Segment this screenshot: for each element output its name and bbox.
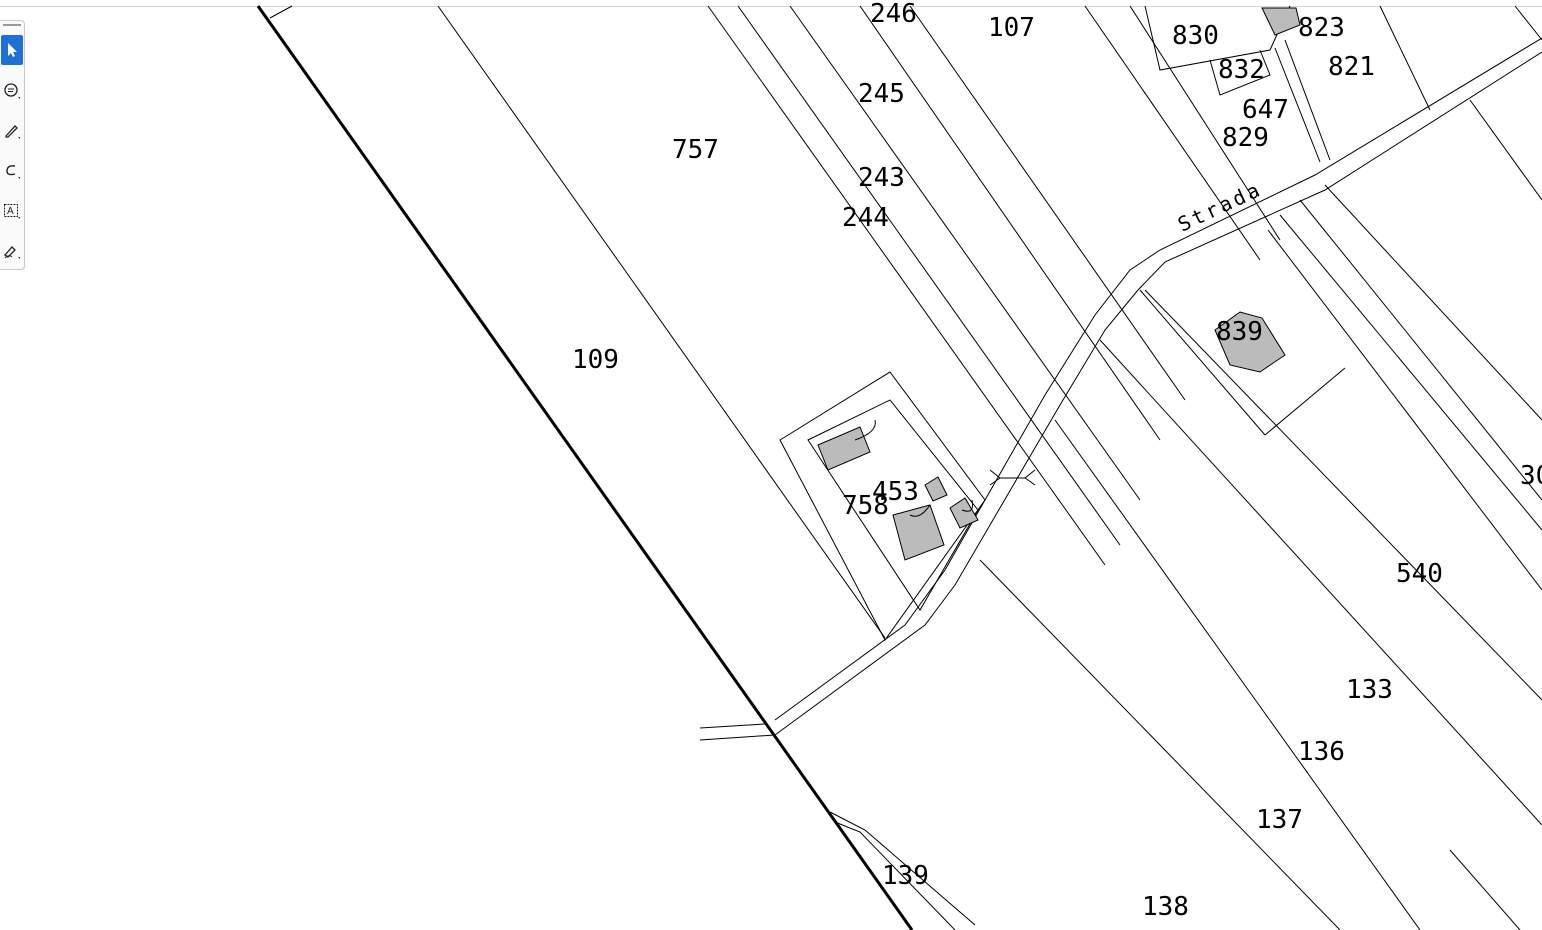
parcel-label-137: 137	[1256, 805, 1303, 835]
pencil-icon	[5, 125, 20, 139]
parcel-label-244: 244	[842, 203, 889, 233]
parcel-label-830: 830	[1172, 21, 1219, 51]
comment-bubble-icon	[4, 83, 20, 99]
signature-pen-icon	[4, 246, 20, 259]
parcel-label-540: 540	[1396, 559, 1443, 589]
parcel-label-109: 109	[572, 345, 619, 375]
parcel-label-245: 245	[858, 79, 905, 109]
parcel-label-136: 136	[1298, 737, 1345, 767]
text-tool-button[interactable]: A	[1, 196, 23, 226]
street-label: Strada	[1174, 177, 1266, 237]
parcel-label-138: 138	[1142, 892, 1189, 922]
signature-tool-button[interactable]	[1, 236, 23, 266]
parcel-label-243: 243	[858, 163, 905, 193]
parcel-label-823: 823	[1298, 13, 1345, 43]
parcel-label-839: 839	[1216, 317, 1263, 347]
parcel-label-30: 30	[1520, 461, 1542, 491]
road-outline-right	[774, 51, 1542, 736]
parcel-label-647: 647	[1242, 95, 1289, 125]
parcel-label-758: 758	[842, 491, 889, 521]
parcel-label-757: 757	[672, 135, 719, 165]
pencil-tool-button[interactable]	[1, 116, 23, 146]
comment-tool-button[interactable]	[1, 76, 23, 106]
parcel-label-453: 453	[872, 477, 919, 507]
toolbar-grip[interactable]	[3, 24, 21, 26]
svg-text:A: A	[7, 206, 14, 217]
road-outline-left	[774, 37, 1542, 721]
parcel-label-107: 107	[988, 13, 1035, 43]
parcel-label-821: 821	[1328, 52, 1375, 82]
main-boundary-line	[256, 5, 914, 930]
freehand-curve-icon	[6, 165, 20, 179]
parcel-label-832: 832	[1218, 55, 1265, 85]
select-tool-button[interactable]	[1, 35, 23, 65]
arrow-pointer-icon	[8, 43, 17, 57]
freehand-tool-button[interactable]	[1, 156, 23, 186]
parcel-label-139: 139	[882, 861, 929, 891]
parcel-label-829: 829	[1222, 123, 1269, 153]
text-box-icon: A	[4, 204, 20, 219]
annotation-toolbar: A	[0, 20, 25, 270]
top-border	[0, 0, 1542, 7]
parcel-label-246: 246	[870, 0, 917, 29]
parcel-label-133: 133	[1346, 675, 1393, 705]
